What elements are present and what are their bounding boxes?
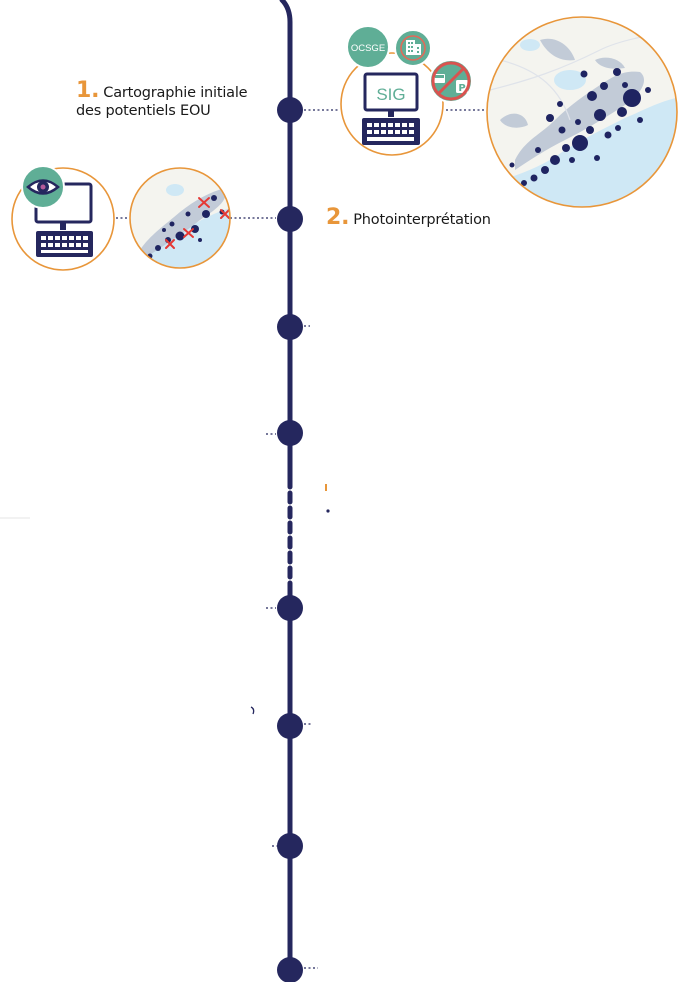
timeline-node-2 [277,206,303,232]
step-1-label: 1.Cartographie initiale des potentiels E… [76,80,248,120]
map-icon [486,16,678,208]
photointerpretation-computer-circle [11,165,115,271]
timeline-node-5 [277,595,303,621]
map-icon [129,167,231,269]
timeline-line [279,0,293,975]
step-2-label: 2.Photointerprétation [326,207,491,229]
timeline-node-8 [277,957,303,982]
timeline-node-3 [277,314,303,340]
step-2-number: 2. [326,205,350,230]
eye-icon [21,165,65,209]
step-1-number: 1. [76,78,100,103]
timeline-nodes [277,97,303,982]
step-1-line-2: des potentiels EOU [76,103,211,119]
ocsge-badge: OCSGE [346,25,390,69]
stray-mark-dot [326,509,330,513]
ocsge-label: OCSGE [351,43,385,54]
no-parking-icon: P [429,59,473,103]
svg-text:P: P [458,83,465,94]
computer-icon: SIG [362,72,420,145]
timeline-node-7 [277,833,303,859]
step-1-line-1: Cartographie initiale [103,85,248,101]
stray-mark-hook [250,706,255,715]
connectors [116,109,488,969]
step-2-text: Photointerprétation [353,212,491,228]
timeline-node-1 [277,97,303,123]
timeline-node-4 [277,420,303,446]
rejected-marks [165,197,230,249]
timeline-node-6 [277,713,303,739]
sig-computer-circle: SIG [340,52,444,156]
building-badge-icon [394,29,432,67]
computer-icon [34,182,93,257]
sig-label: SIG [376,85,405,104]
